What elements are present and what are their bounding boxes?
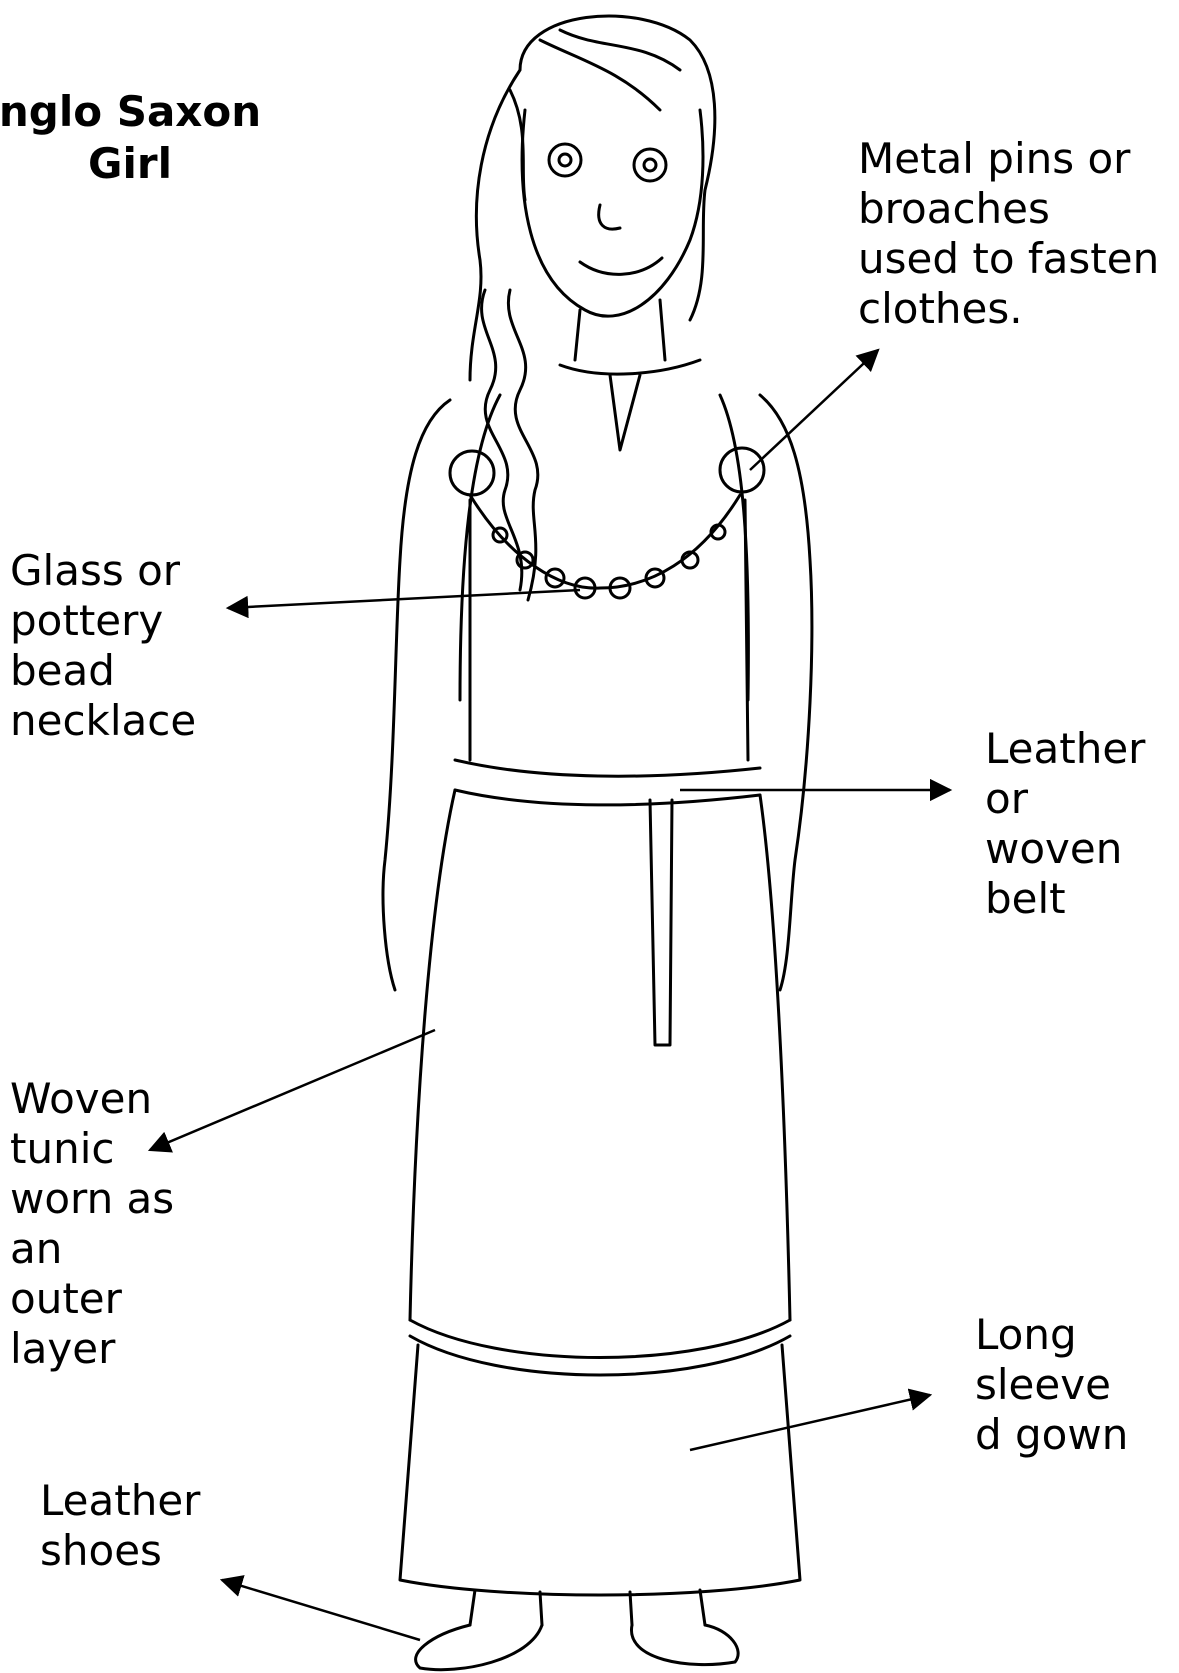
label-line: belt [985,874,1145,924]
collar [560,360,700,450]
diagram-title: nglo Saxon Girl [0,86,270,190]
label-line: clothes. [858,284,1159,334]
label-line: tunic [10,1124,174,1174]
right-arm [760,395,812,990]
label-line: Leather [40,1476,200,1526]
arrow-gown [690,1395,930,1450]
label-line: bead [10,646,196,696]
label-necklace: Glass or pottery bead necklace [10,546,196,746]
arrow-shoes [222,1580,420,1640]
left-arm [383,400,450,990]
label-gown: Long sleeve d gown [975,1310,1128,1460]
label-line: pottery [10,596,196,646]
hair-strands [510,30,680,200]
label-line: Leather [985,724,1145,774]
label-line: outer [10,1274,174,1324]
left-eye [549,144,581,176]
label-line: an [10,1224,174,1274]
label-line: d gown [975,1410,1128,1460]
right-shoe [631,1625,738,1665]
label-line: Glass or [10,546,196,596]
title-line: Girl [0,138,270,190]
tunic-skirt [410,790,790,1320]
left-shoe [416,1625,542,1670]
face-outline [522,110,703,316]
nose [599,205,620,229]
hair-outline [470,16,715,380]
necklace-strand [470,495,740,588]
label-line: sleeve [975,1360,1128,1410]
label-line: layer [10,1324,174,1374]
label-line: woven [985,824,1145,874]
label-metal-pins: Metal pins or broaches used to fasten cl… [858,134,1159,334]
belt [455,760,760,805]
label-line: broaches [858,184,1159,234]
tunic-hem [410,1320,790,1375]
mouth [580,258,662,274]
belt-strap [650,800,672,1045]
label-line: necklace [10,696,196,746]
label-line: worn as [10,1174,174,1224]
label-tunic: Woven tunic worn as an outer layer [10,1074,174,1374]
label-line: shoes [40,1526,200,1576]
right-eye [634,149,666,181]
arrow-pins [750,350,878,470]
label-line: Long [975,1310,1128,1360]
label-shoes: Leather shoes [40,1476,200,1576]
arrow-tunic [150,1030,435,1150]
label-line: Woven [10,1074,174,1124]
title-line: nglo Saxon [0,86,270,138]
neck [575,300,665,360]
label-belt: Leather or woven belt [985,724,1145,924]
gown [400,1345,800,1595]
label-line: Metal pins or [858,134,1159,184]
label-line: or [985,774,1145,824]
label-line: used to fasten [858,234,1159,284]
